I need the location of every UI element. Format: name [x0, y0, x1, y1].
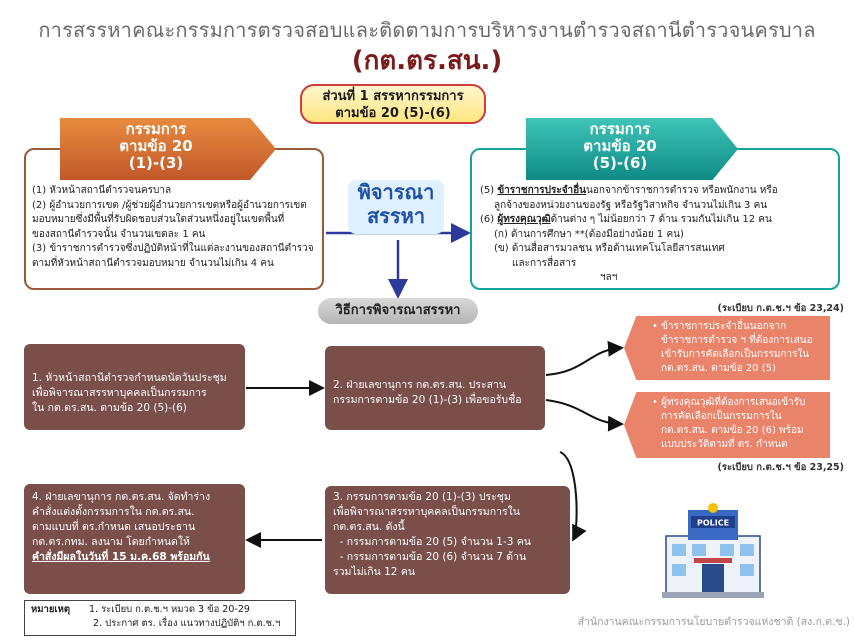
footnote-line1: 1. ระเบียบ ก.ต.ช.ฯ หมวด 3 ข้อ 20-29	[89, 604, 250, 615]
step2-line: 2. ฝ่ายเลขานุการ กต.ตร.สน. ประสาน	[333, 379, 507, 391]
footnote-label: หมายเหตุ	[31, 604, 71, 615]
step4-line: กต.ตร.กทม. ลงนาม โดยกำหนดให้	[32, 536, 190, 548]
step1-line: ใน กต.ตร.สน. ตามข้อ 20 (5)-(6)	[32, 402, 187, 414]
arrow-step2-to-note2	[545, 399, 624, 432]
right-sub-b: (ข) ด้านสื่อสารมวลชน หรือด้านเทคโนโลยีสา…	[494, 243, 725, 254]
step3-line: 3. กรรมการตามข้อ 20 (1)-(3) ประชุม	[333, 491, 511, 503]
step4-effective-date: คำสั่งมีผลในวันที่ 15 ม.ค.68 พร้อมกัน	[32, 551, 210, 563]
right-item-6-bold: ผู้ทรงคุณวุฒิ	[497, 214, 551, 225]
step4-line: 4. ฝ่ายเลขานุการ กต.ตร.สน. จัดทำร่าง	[32, 491, 211, 503]
note1-line: ข้าราชการตำรวจ ฯ ที่ต้องการเสนอ	[661, 335, 813, 346]
step-2-box: 2. ฝ่ายเลขานุการ กต.ตร.สน. ประสาน กรรมกา…	[325, 346, 545, 430]
step-4-box: 4. ฝ่ายเลขานุการ กต.ตร.สน. จัดทำร่าง คำส…	[24, 484, 245, 594]
left-item: ของสถานีตำรวจนั้น จำนวนเขตละ 1 คน	[32, 228, 206, 240]
right-etc: ฯลฯ	[600, 272, 618, 283]
step3-line: - กรรมการตามข้อ 20 (5) จำนวน 1-3 คน	[333, 536, 531, 548]
note2-line: กต.ตร.สน. ตามข้อ 20 (6) พร้อม	[661, 425, 804, 436]
left-item: (3) ข้าราชการตำรวจซึ่งปฏิบัติหน้าที่ในแต…	[32, 243, 314, 254]
right-sub-b2: และการสื่อสาร	[512, 257, 577, 269]
consider-line2: สรรหา	[366, 204, 426, 228]
right-item-5-line2: ลูกจ้างของหน่วยงานของรัฐ หรือรัฐวิสาหกิจ…	[494, 199, 768, 211]
left-committee-header: กรรมการ ตามข้อ 20 (1)-(3)	[60, 118, 276, 180]
page-title: การสรรหาคณะกรรมการตรวจสอบและติดตามการบริ…	[38, 18, 816, 42]
right-item-6: (6) ผู้ทรงคุณวุฒิด้านต่าง ๆ ไม่น้อยกว่า …	[480, 214, 772, 225]
left-head-1: กรรมการ	[125, 120, 187, 138]
step4-line: ตามแบบที่ ตร.กำหนด เสนอประธาน	[32, 521, 196, 533]
right-item-5-bold: ข้าราชการประจำอื่น	[497, 185, 587, 196]
page-title-abbr: (กต.ตร.สน.)	[351, 46, 503, 76]
right-head-3: (5)-(6)	[592, 154, 648, 172]
left-item: มอบหมายซึ่งมีพื้นที่รับผิดชอบส่วนใดส่วนห…	[32, 214, 285, 225]
footnote-box: หมายเหตุ 1. ระเบียบ ก.ต.ช.ฯ หมวด 3 ข้อ 20…	[24, 600, 296, 636]
step3-line: กต.ตร.สน. ดังนี้	[333, 521, 405, 533]
regulation-note-bottom: (ระเบียบ ก.ต.ช.ฯ ข้อ 23,25)	[717, 462, 844, 473]
note-civil-servant: ข้าราชการประจำอื่นนอกจาก ข้าราชการตำรวจ …	[624, 316, 830, 380]
note1-line: เข้ารับการคัดเลือกเป็นกรรมการใน	[661, 349, 810, 360]
left-head-3: (1)-(3)	[128, 154, 184, 172]
consider-label: พิจารณา สรรหา	[348, 180, 444, 234]
section-pill: ส่วนที่ 1 สรรหากรรมการ ตามข้อ 20 (5)-(6)	[300, 84, 486, 124]
note2-line: ผู้ทรงคุณวุฒิที่ต้องการเสนอเข้ารับ	[652, 396, 824, 410]
section-line2: ตามข้อ 20 (5)-(6)	[335, 106, 451, 121]
note2-line: การคัดเลือกเป็นกรรมการใน	[661, 411, 782, 422]
left-item: (1) หัวหน้าสถานีตำรวจนครบาล	[32, 185, 172, 196]
right-sub-a: (ก) ด้านการศึกษา **(ต้องมีอย่างน้อย 1 คน…	[494, 228, 684, 240]
step1-line: เพื่อพิจารณาสรรหาบุคคลเป็นกรรมการ	[32, 387, 207, 399]
regulation-note-top: (ระเบียบ ก.ต.ช.ฯ ข้อ 23,24)	[717, 303, 844, 314]
section-line1: ส่วนที่ 1 สรรหากรรมการ	[322, 89, 464, 104]
arrow-step2-to-step3	[559, 451, 587, 542]
police-station-icon: POLICE	[662, 503, 764, 598]
step-1-box: 1. หัวหน้าสถานีตำรวจกำหนดนัดวันประชุม เพ…	[24, 344, 245, 430]
note1-line: ข้าราชการประจำอื่นนอกจาก	[652, 320, 824, 334]
right-committee-header: กรรมการ ตามข้อ 20 (5)-(6)	[526, 118, 738, 180]
right-item-5: (5) ข้าราชการประจำอื่นนอกจากข้าราชการตำร…	[480, 185, 778, 196]
step2-line: กรรมการตามข้อ 20 (1)-(3) เพื่อขอรับชื่อ	[333, 394, 522, 406]
arrow-step2-to-note1	[545, 340, 624, 376]
left-head-2: ตามข้อ 20	[119, 137, 193, 155]
consider-line1: พิจารณา	[357, 180, 435, 204]
note2-line: แบบประวัติตามที่ ตร. กำหนด	[661, 439, 788, 450]
step3-line: - กรรมการตามข้อ 20 (6) จำนวน 7 ด้าน	[333, 551, 527, 563]
step3-line: รวมไม่เกิน 12 คน	[333, 566, 416, 578]
police-sign: POLICE	[697, 519, 729, 528]
step3-line: เพื่อพิจารณาสรรหาบุคคลเป็นกรรมการใน	[333, 506, 520, 518]
step1-line: 1. หัวหน้าสถานีตำรวจกำหนดนัดวันประชุม	[32, 372, 227, 384]
footnote-line2: 2. ประกาศ ตร. เรื่อง แนวทางปฏิบัติฯ ก.ต.…	[93, 618, 281, 629]
step4-line: คำสั่งแต่งตั้งกรรมการใน กต.ตร.สน.	[32, 506, 195, 518]
left-item: (2) ผู้อำนวยการเขต /ผู้ช่วยผู้อำนวยการเข…	[32, 199, 307, 211]
right-head-2: ตามข้อ 20	[583, 137, 657, 155]
agency-credit: สำนักงานคณะกรรมการนโยบายตำรวจแห่งชาติ (ส…	[577, 616, 850, 628]
step-3-box: 3. กรรมการตามข้อ 20 (1)-(3) ประชุม เพื่อ…	[325, 486, 570, 594]
right-head-1: กรรมการ	[589, 120, 651, 138]
note1-line: กต.ตร.สน. ตามข้อ 20 (5)	[661, 363, 776, 374]
left-item: ตามที่หัวหน้าสถานีตำรวจมอบหมาย จำนวนไม่เ…	[32, 257, 274, 269]
note-expert: ผู้ทรงคุณวุฒิที่ต้องการเสนอเข้ารับ การคั…	[624, 392, 830, 458]
method-banner: วิธีการพิจารณาสรรหา	[318, 298, 478, 324]
